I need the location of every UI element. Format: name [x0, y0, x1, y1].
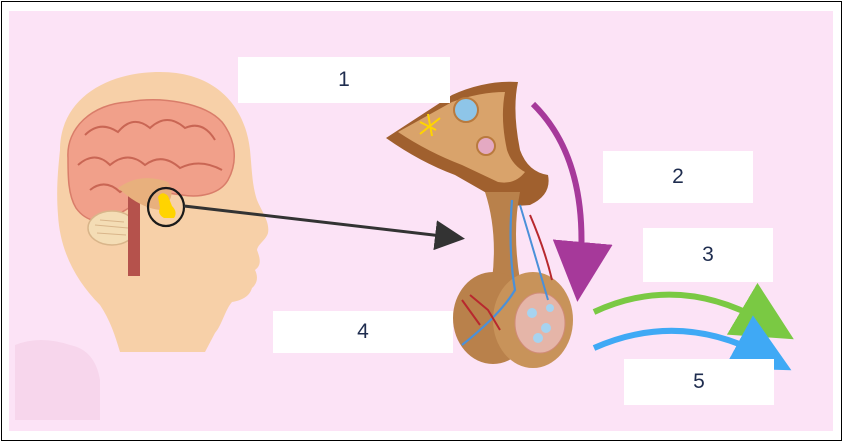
- brain-icon: [67, 99, 235, 276]
- pointer-arrow: [183, 204, 465, 251]
- label-box-1[interactable]: 1: [238, 57, 450, 103]
- arrow-2: [530, 101, 613, 302]
- arrow-3: [592, 282, 794, 340]
- label-box-2[interactable]: 2: [603, 151, 753, 203]
- label-box-5[interactable]: 5: [624, 359, 774, 405]
- label-box-3[interactable]: 3: [643, 228, 773, 282]
- label-box-4[interactable]: 4: [273, 311, 453, 353]
- background-decoration: [15, 340, 100, 420]
- arrow-5: [592, 315, 792, 371]
